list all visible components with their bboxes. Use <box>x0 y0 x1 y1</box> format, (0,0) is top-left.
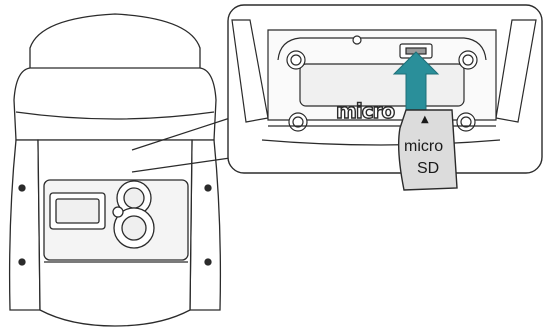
microsd-card: ▲ micro SD <box>399 110 457 190</box>
card-label-micro: micro <box>404 138 443 155</box>
zoom-callout: micro ▲ micro SD <box>228 5 542 190</box>
camera-upper-body <box>14 68 216 140</box>
camera-right-arm <box>190 140 220 310</box>
card-label-sd: SD <box>417 160 439 177</box>
ptz-camera <box>10 14 221 326</box>
microsd-logo: micro <box>336 99 394 123</box>
camera-left-arm <box>10 140 40 310</box>
triangle-up-icon: ▲ <box>421 114 429 125</box>
